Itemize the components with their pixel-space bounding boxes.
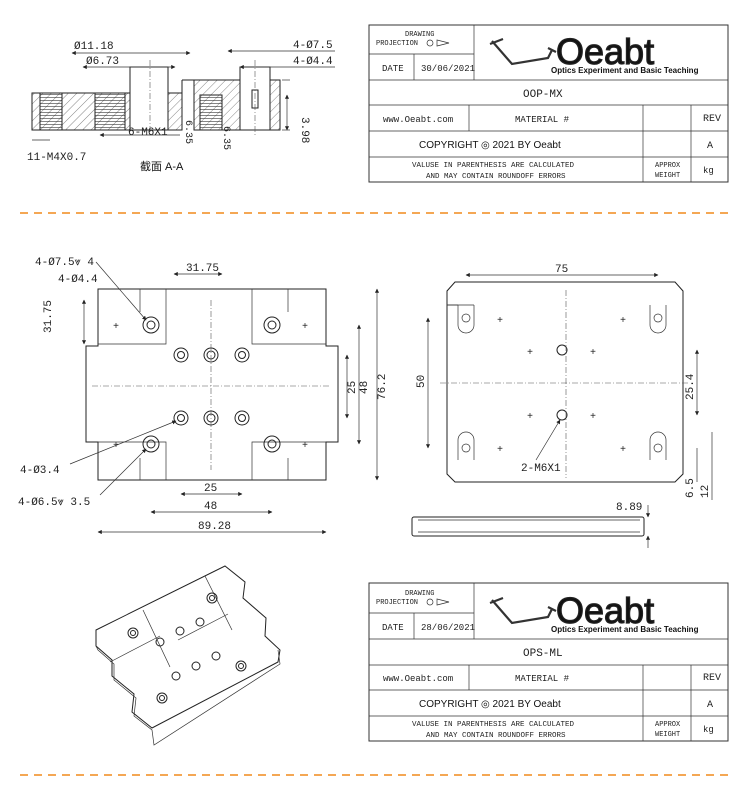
dim-h3: 6.35 — [220, 126, 231, 150]
logo2-text: Oeabt — [556, 590, 654, 631]
oeabt-logo-2: Oeabt Optics Experiment and Basic Teachi… — [489, 589, 699, 634]
unit: kg — [703, 166, 714, 176]
proj2-line2: PROJECTION — [376, 599, 418, 607]
proj2-line1: DRAWING — [405, 590, 434, 598]
site: www.Oeabt.com — [383, 115, 453, 125]
material-label: MATERIAL # — [515, 115, 570, 125]
svg-text:+: + — [497, 445, 503, 456]
svg-text:+: + — [113, 441, 119, 452]
isometric-view — [95, 565, 281, 746]
material2-label: MATERIAL # — [515, 674, 570, 684]
logo-text: Oeabt — [556, 31, 654, 72]
date-label: DATE — [382, 64, 404, 74]
rev-label: REV — [703, 114, 721, 125]
date2-value: 28/06/2021 — [421, 623, 475, 633]
proj-line2: PROJECTION — [376, 40, 418, 48]
dim-h-25: 25 — [347, 381, 359, 394]
dim-h-762: 76.2 — [377, 374, 389, 400]
dim-h2: 6.35 — [182, 120, 193, 144]
approx-line1: APPROX — [655, 162, 681, 170]
svg-text:+: + — [620, 445, 626, 456]
svg-text:+: + — [620, 316, 626, 327]
copyright2: COPYRIGHT ◎ 2021 BY Oeabt — [419, 699, 561, 710]
section-label: 截面 A-A — [140, 159, 184, 173]
note2-line2: AND MAY CONTAIN ROUNDOFF ERRORS — [426, 732, 566, 740]
dim-w-top: 31.75 — [186, 263, 219, 275]
dim-hole65: 4-Ø6.5⩔ 3.5 — [18, 497, 90, 509]
mount-holes: + + + + — [113, 316, 308, 453]
dim-w-8928: 89.28 — [198, 521, 231, 533]
title-block-2: DRAWING PROJECTION DATE 28/06/2021 Oeabt… — [368, 582, 729, 742]
back-view: + + + + + + + + 75 50 25.4 6.5 12 2-M6X1… — [411, 264, 713, 548]
dim-w-48: 48 — [204, 501, 217, 513]
svg-text:+: + — [113, 322, 119, 333]
unit2: kg — [703, 725, 714, 735]
section-view: Ø11.18 Ø6.73 4-Ø7.5 4-Ø4.4 3.98 6.35 6.3… — [27, 40, 335, 173]
front-view: + + + + 31.75 31.75 25 48 76.2 25 48 89.… — [18, 257, 389, 535]
logo2-sub: Optics Experiment and Basic Teaching — [551, 625, 699, 634]
part-number: OOP-MX — [523, 89, 563, 101]
dim-thick: 8.89 — [616, 502, 642, 514]
note2-line1: VALUSE IN PARENTHESIS ARE CALCULATED — [412, 721, 575, 729]
dim-hole34: 4-Ø3.4 — [20, 465, 60, 477]
part2-number: OPS-ML — [523, 648, 563, 660]
dim-h-12: 12 — [700, 485, 712, 498]
rev2-value: A — [707, 700, 713, 711]
oeabt-logo-1: Oeabt Optics Experiment and Basic Teachi… — [489, 30, 699, 75]
note-line2: AND MAY CONTAIN ROUNDOFF ERRORS — [426, 173, 566, 181]
dim-w-25: 25 — [204, 483, 217, 495]
rev2-label: REV — [703, 673, 721, 684]
svg-text:+: + — [590, 348, 596, 359]
dim-thread1: 6-M6X1 — [128, 127, 168, 139]
dim-h-65: 6.5 — [685, 478, 697, 498]
dim-cb-big2: 4-Ø4.4 — [58, 274, 98, 286]
dim-cb2: 4-Ø4.4 — [293, 56, 333, 68]
date2-label: DATE — [382, 623, 404, 633]
svg-text:+: + — [302, 441, 308, 452]
proj-line1: DRAWING — [405, 31, 434, 39]
svg-text:+: + — [497, 316, 503, 327]
approx2-line2: WEIGHT — [655, 731, 680, 739]
svg-text:+: + — [527, 348, 533, 359]
dim-d1: Ø11.18 — [74, 41, 114, 53]
approx-line2: WEIGHT — [655, 172, 680, 180]
svg-text:+: + — [527, 412, 533, 423]
dim-w-75: 75 — [555, 264, 568, 276]
dim-thread2: 11-M4X0.7 — [27, 152, 86, 164]
logo-sub: Optics Experiment and Basic Teaching — [551, 66, 699, 75]
copyright: COPYRIGHT ◎ 2021 BY Oeabt — [419, 140, 561, 151]
dim-h-50: 50 — [416, 375, 428, 388]
dim-h1: 3.98 — [298, 117, 310, 143]
dim-thread-back: 2-M6X1 — [521, 463, 561, 475]
dim-d2: Ø6.73 — [86, 56, 119, 68]
site2: www.Oeabt.com — [383, 674, 453, 684]
dim-cb-big: 4-Ø7.5⩔ 4 — [35, 257, 94, 269]
rev-value: A — [707, 141, 713, 152]
dim-cb1: 4-Ø7.5 — [293, 40, 333, 52]
approx2-line1: APPROX — [655, 721, 681, 729]
title-block-1: DRAWING PROJECTION DATE 30/06/2021 Oeabt… — [368, 24, 729, 183]
date-value: 30/06/2021 — [421, 64, 475, 74]
dim-h-left: 31.75 — [43, 300, 55, 333]
dim-h-48: 48 — [359, 381, 371, 394]
svg-text:+: + — [590, 412, 596, 423]
svg-text:+: + — [302, 322, 308, 333]
note-line1: VALUSE IN PARENTHESIS ARE CALCULATED — [412, 162, 575, 170]
dim-h-254: 25.4 — [685, 373, 697, 400]
